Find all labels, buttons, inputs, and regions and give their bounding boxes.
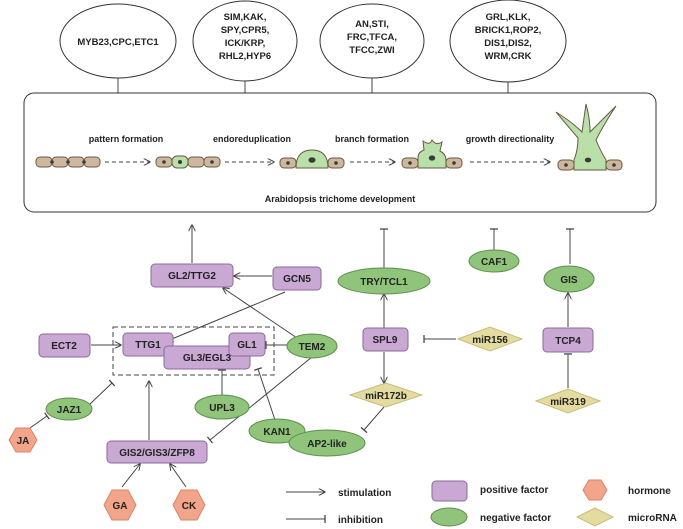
node-label-mir319: miR319 xyxy=(550,397,586,408)
legend-negative-swatch xyxy=(430,507,468,527)
cells-stage-5 xyxy=(555,103,623,171)
node-label-gis: GIS xyxy=(560,275,578,286)
node-label-try: TRY/TCL1 xyxy=(360,277,408,288)
node-label-ga: GA xyxy=(113,501,128,512)
node-upl3: UPL3 xyxy=(194,394,250,420)
gene-group-pattern: MYB23,CPC,ETC1 xyxy=(59,3,177,116)
node-jaz1: JAZ1 xyxy=(45,397,93,421)
node-gis: GIS xyxy=(543,265,595,293)
node-label-gl2: GL2/TTG2 xyxy=(168,271,216,282)
edge-kan1-gl1 xyxy=(254,367,276,421)
gene-line-branch-3: TFCC,ZWI xyxy=(349,45,394,56)
gene-group-growth: GRL,KLK, BRICK1,ROP2, DIS1,DIS2, WRM,CRK xyxy=(449,0,567,116)
node-label-kan1: KAN1 xyxy=(263,427,291,438)
edge-jaz1-complex xyxy=(89,379,116,405)
gene-line-growth-3: DIS1,DIS2, xyxy=(484,38,532,49)
node-mir156: miR156 xyxy=(456,326,524,352)
gene-group-branch: AN,STI, FRC,TFCA, TFCC,ZWI xyxy=(319,3,425,116)
gene-line-growth-4: WRM,CRK xyxy=(485,51,532,62)
node-tem2: TEM2 xyxy=(286,333,338,359)
node-caf1: CAF1 xyxy=(468,249,520,273)
gene-line-growth-1: GRL,KLK, xyxy=(486,12,531,23)
gene-line-endo-2: SPY,CPR5, xyxy=(221,25,270,36)
gene-list-pattern: MYB23,CPC,ETC1 xyxy=(77,37,159,48)
cells-stage-3 xyxy=(279,149,345,169)
legend: stimulation inhibition positive factor n… xyxy=(286,479,677,527)
node-gl2-ttg2: GL2/TTG2 xyxy=(150,263,234,288)
gene-line-branch-2: FRC,TFCA, xyxy=(347,32,397,43)
node-spl9: SPL9 xyxy=(362,327,409,352)
node-label-mir172b: miR172b xyxy=(365,391,407,402)
node-label-mir156: miR156 xyxy=(472,335,508,346)
panel-title: Arabidopsis trichome development xyxy=(265,194,416,204)
node-ect2: ECT2 xyxy=(38,333,91,358)
node-label-spl9: SPL9 xyxy=(372,335,397,346)
edge-mir172b-ap2 xyxy=(360,406,385,434)
legend-hormone-swatch xyxy=(582,479,608,501)
gene-group-endo: SIM,KAK, SPY,CPR5, ICK/KRP, RHL2,HYP6 xyxy=(192,0,298,116)
cells-stage-2 xyxy=(155,155,221,169)
node-label-tem2: TEM2 xyxy=(299,342,326,353)
gene-line-endo-4: RHL2,HYP6 xyxy=(219,51,271,62)
legend-positive-swatch xyxy=(431,480,468,502)
node-try-tcl1: TRY/TCL1 xyxy=(337,267,431,295)
gene-line-endo-3: ICK/KRP, xyxy=(225,38,265,49)
node-label-ap2: AP2-like xyxy=(307,439,347,450)
edge-gcn5-ttg1 xyxy=(167,291,286,341)
stage-label-growth: growth directionality xyxy=(466,134,555,144)
node-label-gis2: GIS2/GIS3/ZFP8 xyxy=(119,448,195,459)
node-ga: GA xyxy=(103,489,137,521)
node-label-upl3: UPL3 xyxy=(209,403,235,414)
node-ttg1: TTG1 xyxy=(122,332,174,357)
node-tcp4: TCP4 xyxy=(542,327,594,353)
node-label-gl1: GL1 xyxy=(237,340,257,351)
edge-ck-gis2 xyxy=(170,464,187,488)
legend-inhibition-label: inhibition xyxy=(338,515,383,526)
node-gcn5: GCN5 xyxy=(272,266,322,291)
node-label-ja: JA xyxy=(17,436,30,447)
node-ap2-like: AP2-like xyxy=(288,429,366,457)
node-gis2-gis3-zfp8: GIS2/GIS3/ZFP8 xyxy=(106,440,208,464)
node-label-ect2: ECT2 xyxy=(51,341,77,352)
node-label-ttg1: TTG1 xyxy=(135,340,161,351)
legend-negative-label: negative factor xyxy=(480,513,551,524)
node-mir319: miR319 xyxy=(534,388,602,414)
edge-ja-jaz1 xyxy=(29,412,50,429)
node-label-tcp4: TCP4 xyxy=(555,336,581,347)
node-ja: JA xyxy=(8,427,38,453)
legend-microrna-label: microRNA xyxy=(628,513,677,524)
legend-microrna-swatch xyxy=(575,507,615,527)
cells-stage-4 xyxy=(401,138,463,169)
node-kan1: KAN1 xyxy=(248,418,306,444)
node-label-gcn5: GCN5 xyxy=(283,274,311,285)
edge-tem2-gis2 xyxy=(206,356,313,444)
legend-stimulation-label: stimulation xyxy=(338,488,391,499)
gene-line-branch-1: AN,STI, xyxy=(355,19,389,30)
edge-ga-gis2 xyxy=(121,464,140,488)
gene-line-growth-2: BRICK1,ROP2, xyxy=(475,25,542,36)
ttg1-complex-box xyxy=(112,326,275,376)
node-mir172b: miR172b xyxy=(348,382,424,408)
node-label-gl3: GL3/EGL3 xyxy=(183,353,232,364)
stage-label-branch: branch formation xyxy=(335,134,409,144)
edge-tem2-gl2 xyxy=(223,288,301,341)
node-gl1: GL1 xyxy=(228,332,266,357)
node-label-ck: CK xyxy=(182,501,197,512)
node-label-jaz1: JAZ1 xyxy=(57,405,82,416)
cells-stage-1 xyxy=(35,156,101,168)
node-ck: CK xyxy=(172,489,206,521)
legend-hormone-label: hormone xyxy=(628,486,671,497)
stage-label-pattern: pattern formation xyxy=(89,134,164,144)
development-panel xyxy=(23,92,657,213)
gene-line-endo-1: SIM,KAK, xyxy=(224,12,267,23)
legend-positive-label: positive factor xyxy=(480,485,548,496)
stage-label-endo: endoreduplication xyxy=(213,134,291,144)
node-label-caf1: CAF1 xyxy=(481,257,508,268)
